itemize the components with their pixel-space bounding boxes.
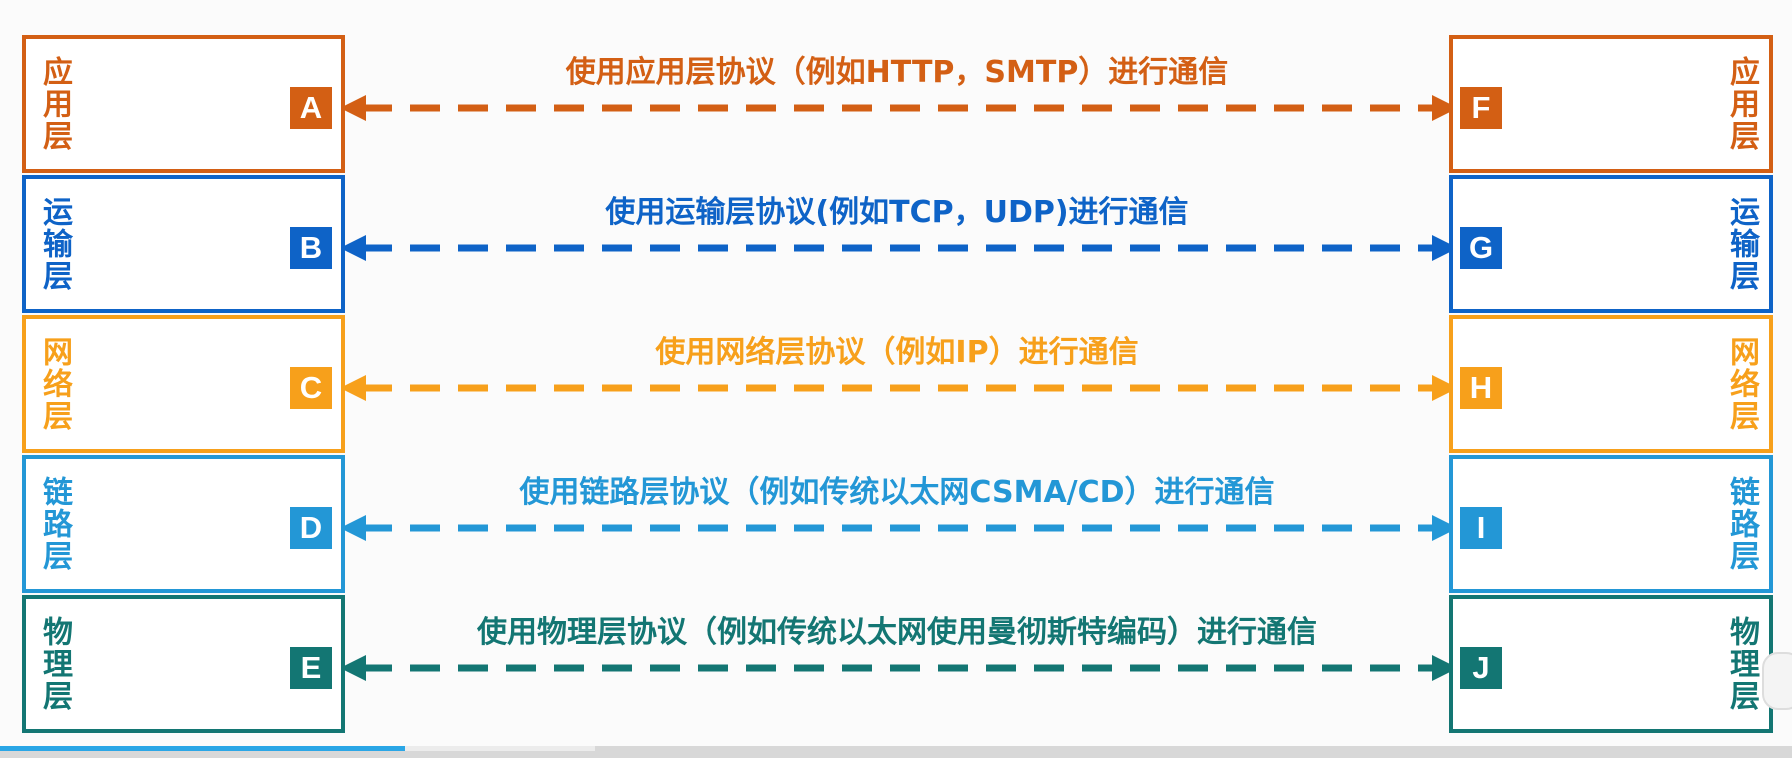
left-layer-box-5: 物理层	[22, 595, 345, 733]
side-panel-handle[interactable]	[1762, 652, 1792, 710]
right-layer-box-5: 物理层	[1449, 595, 1773, 733]
right-layer-box-1: 应用层	[1449, 35, 1773, 173]
right-marker-j: J	[1460, 647, 1502, 689]
dashed-double-arrow	[340, 375, 1458, 401]
dashed-double-arrow	[340, 235, 1458, 261]
right-layer-box-2: 运输层	[1449, 175, 1773, 313]
protocol-label: 使用物理层协议（例如传统以太网使用曼彻斯特编码）进行通信	[477, 615, 1317, 650]
right-layer-box-3: 网络层	[1449, 315, 1773, 453]
left-layer-box-1: 应用层	[22, 35, 345, 173]
protocol-label: 使用链路层协议（例如传统以太网CSMA/CD）进行通信	[519, 475, 1275, 510]
left-marker-d: D	[290, 507, 332, 549]
left-layer-name: 应用层	[37, 56, 72, 152]
protocol-label: 使用应用层协议（例如HTTP，SMTP）进行通信	[565, 55, 1229, 90]
left-layer-name: 物理层	[37, 616, 72, 712]
dashed-double-arrow	[340, 515, 1458, 541]
right-layer-name: 运输层	[1724, 196, 1759, 292]
dashed-double-arrow	[340, 655, 1458, 681]
right-marker-g: G	[1460, 227, 1502, 269]
protocol-label: 使用运输层协议(例如TCP，UDP)进行通信	[605, 195, 1189, 230]
right-layer-name: 链路层	[1724, 476, 1759, 572]
left-layer-name: 运输层	[37, 196, 72, 292]
right-layer-name: 应用层	[1724, 56, 1759, 152]
dashed-double-arrow	[340, 95, 1458, 121]
left-marker-e: E	[290, 647, 332, 689]
right-marker-i: I	[1460, 507, 1502, 549]
left-marker-c: C	[290, 367, 332, 409]
right-marker-h: H	[1460, 367, 1502, 409]
right-layer-box-4: 链路层	[1449, 455, 1773, 593]
right-layer-name: 物理层	[1724, 616, 1759, 712]
left-layer-name: 链路层	[37, 476, 72, 572]
left-marker-b: B	[290, 227, 332, 269]
right-marker-f: F	[1460, 87, 1502, 129]
video-progress-bar[interactable]	[0, 746, 1792, 758]
right-layer-name: 网络层	[1724, 336, 1759, 432]
protocol-label: 使用网络层协议（例如IP）进行通信	[655, 335, 1139, 370]
left-marker-a: A	[290, 87, 332, 129]
left-layer-name: 网络层	[37, 336, 72, 432]
video-played	[0, 746, 405, 751]
